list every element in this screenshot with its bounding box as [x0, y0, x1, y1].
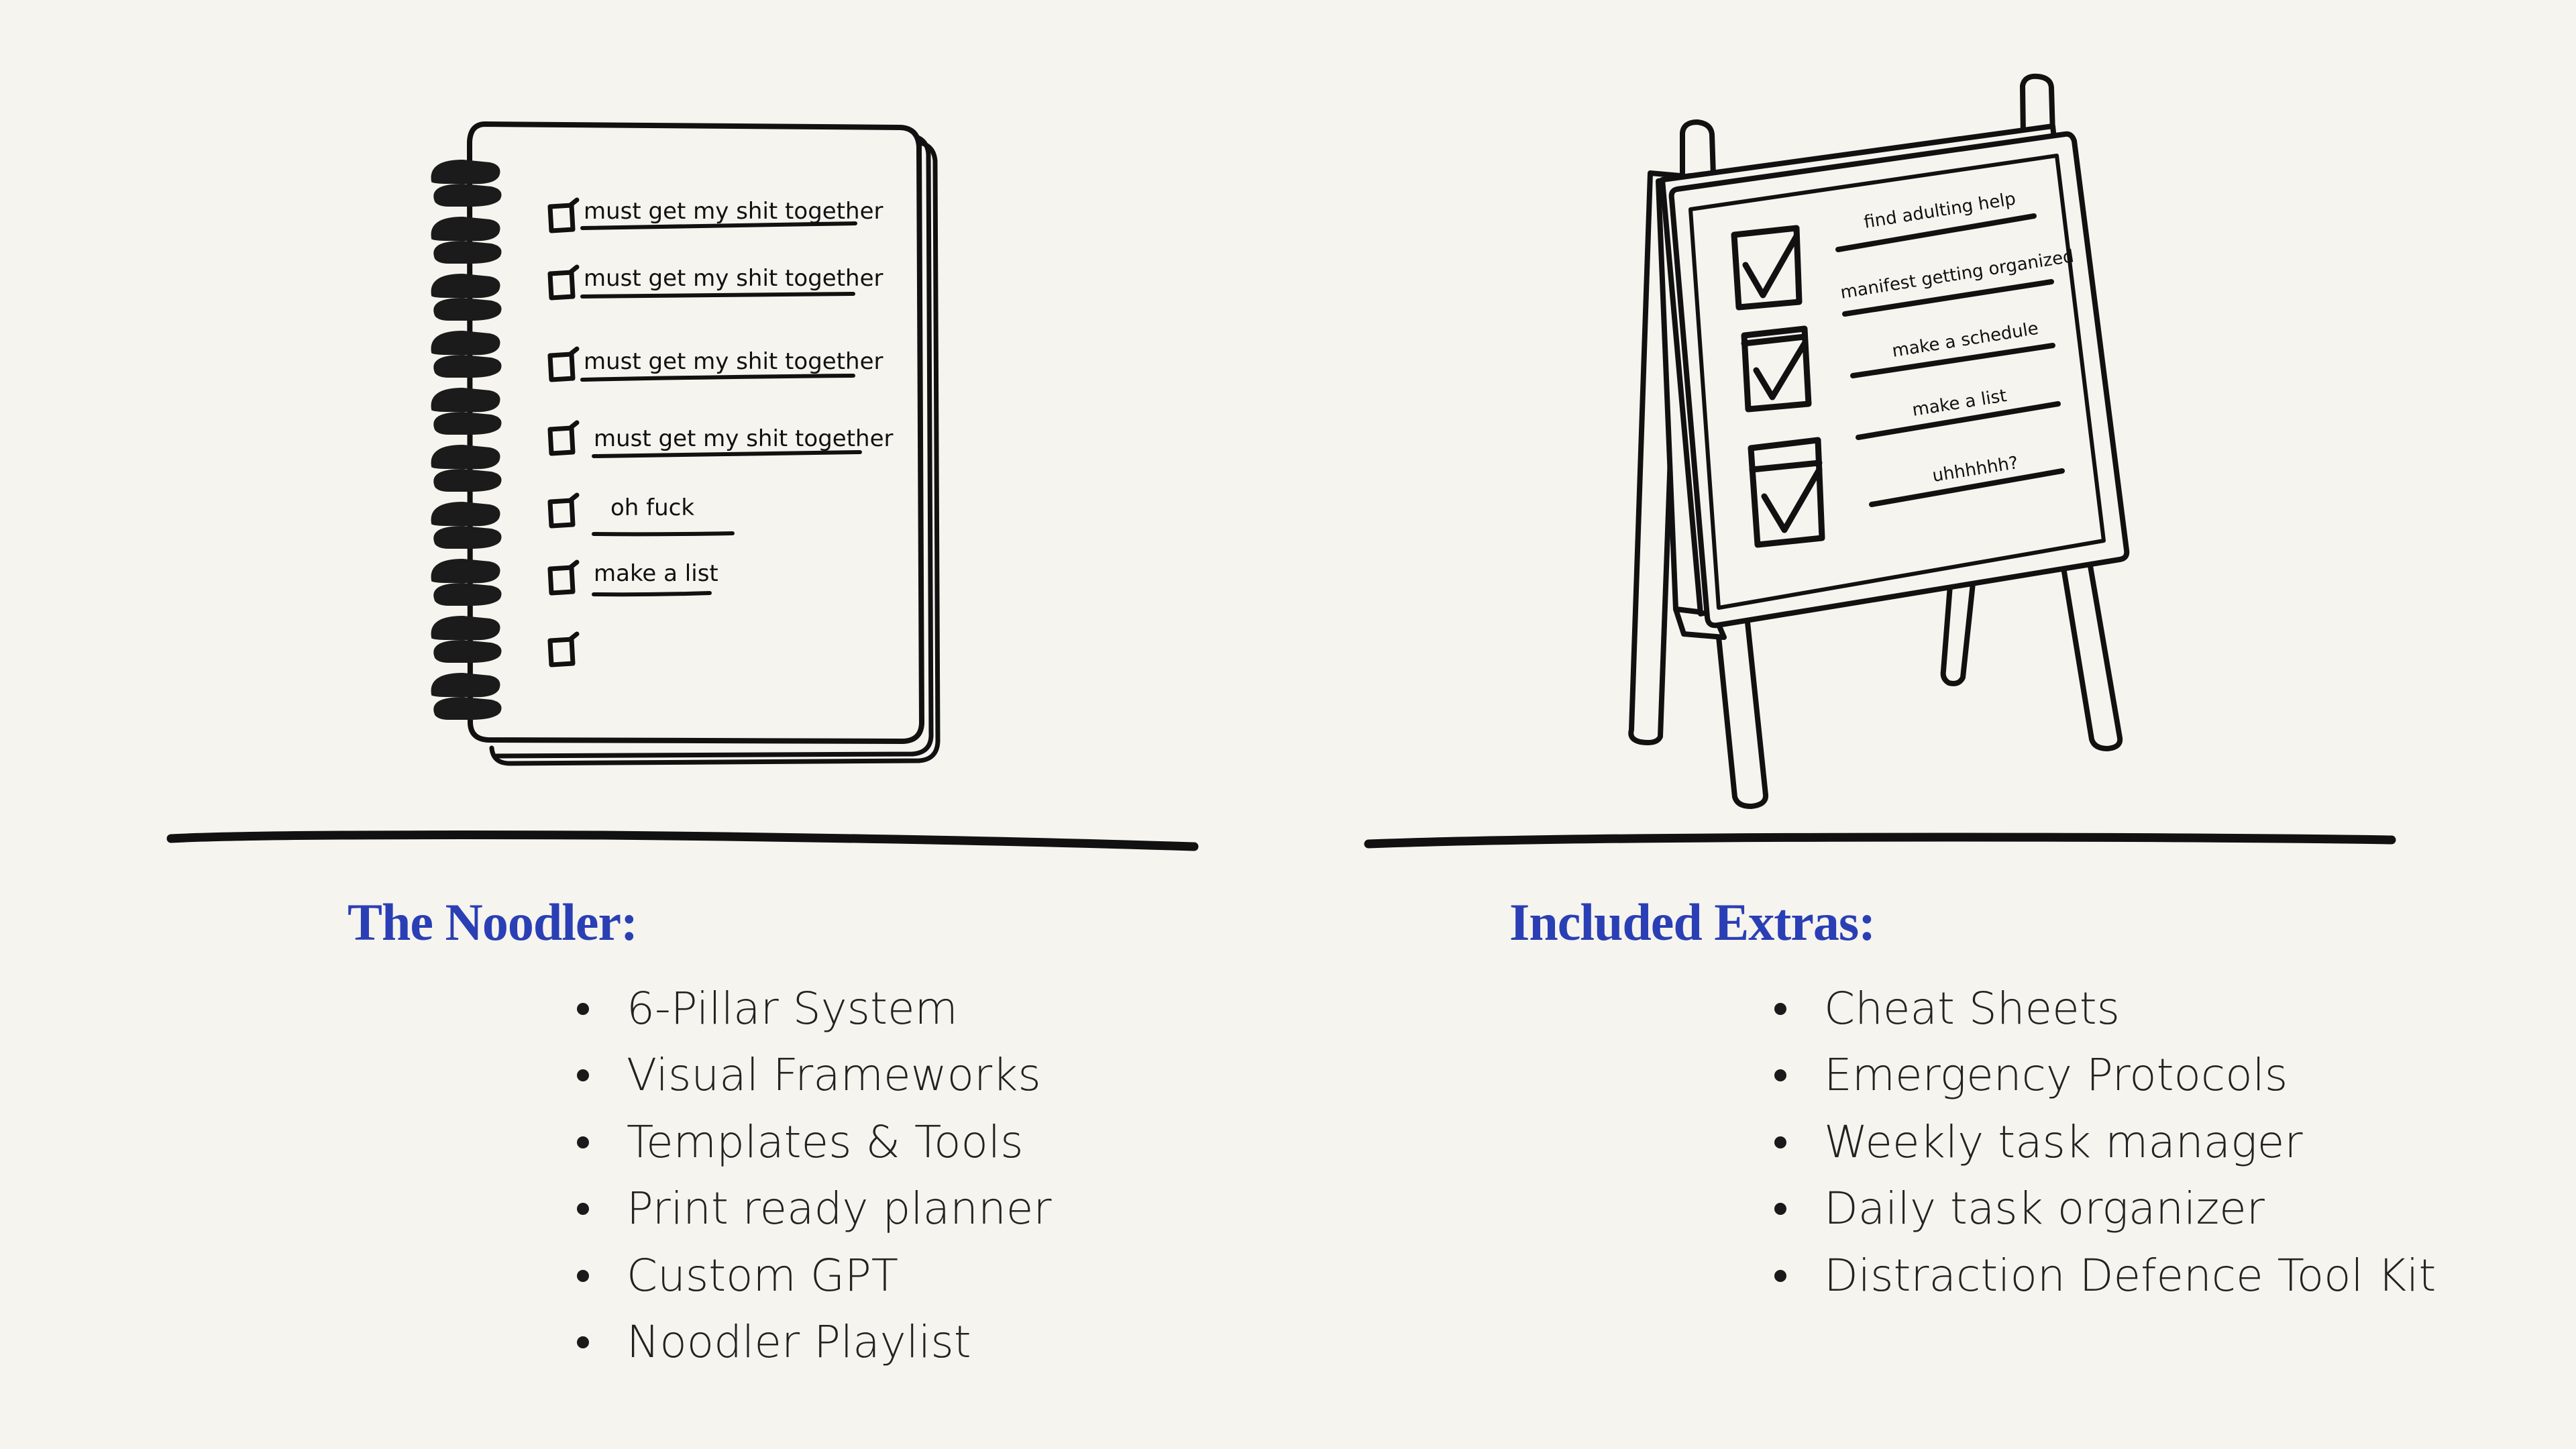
list-item: Custom GPT: [577, 1242, 1052, 1309]
notebook-line: must get my shit together: [584, 265, 883, 292]
checkbox-icon: [547, 346, 580, 382]
list-item: Emergency Protocols: [1774, 1042, 2436, 1108]
notebook-line: must get my shit together: [584, 198, 883, 225]
checked-box-icon: [1748, 437, 1825, 548]
checkbox-icon: [547, 420, 580, 456]
checkbox-icon: [547, 492, 580, 529]
list-item: Distraction Defence Tool Kit: [1774, 1242, 2436, 1309]
checked-box-icon: [1741, 325, 1812, 413]
extras-list: Cheat Sheets Emergency Protocols Weekly …: [1774, 975, 2436, 1309]
ground-line-left: [166, 830, 1199, 851]
ground-line-right: [1364, 833, 2396, 849]
checked-box-icon: [1731, 225, 1803, 311]
notebook-line: must get my shit together: [584, 348, 883, 375]
list-item: Print ready planner: [577, 1175, 1052, 1242]
notebook-line: oh fuck: [610, 494, 694, 521]
list-item: Noodler Playlist: [577, 1309, 1052, 1375]
easel-underlines: [1835, 213, 2065, 507]
easel-illustration: [1628, 73, 2130, 809]
list-item: Daily task organizer: [1774, 1175, 2436, 1242]
notebook-checkboxes: [547, 197, 580, 667]
notebook-spiral: [431, 159, 502, 720]
list-item: Cheat Sheets: [1774, 975, 2436, 1042]
checkbox-icon: [547, 631, 580, 667]
list-item: Weekly task manager: [1774, 1109, 2436, 1175]
notebook-text: must get my shit together must get my sh…: [584, 198, 893, 587]
list-item: 6-Pillar System: [577, 975, 1052, 1042]
easel-checkboxes: [1731, 225, 1825, 548]
notebook-underlines: [580, 221, 862, 597]
checkbox-icon: [547, 559, 580, 596]
extras-title: Included Extras:: [1509, 893, 1876, 951]
notebook-line: must get my shit together: [594, 425, 893, 452]
noodler-features-list: 6-Pillar System Visual Frameworks Templa…: [577, 975, 1052, 1375]
notebook-line: make a list: [594, 560, 718, 587]
checkbox-icon: [547, 264, 580, 301]
list-item: Templates & Tools: [577, 1109, 1052, 1175]
list-item: Visual Frameworks: [577, 1042, 1052, 1108]
notebook-illustration: [467, 121, 941, 766]
noodler-title: The Noodler:: [347, 893, 638, 951]
checkbox-icon: [547, 197, 580, 233]
illustrations: must get my shit together must get my sh…: [166, 73, 2396, 851]
